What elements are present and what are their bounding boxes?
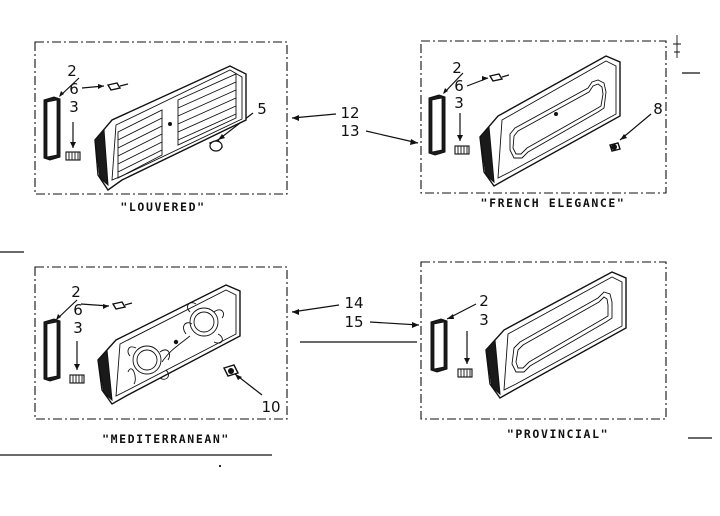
ref-2-louvered: 2 [67,62,77,80]
caption-mediterranean: "MEDITERRANEAN" [102,432,230,446]
panel-french-elegance: 2 6 3 8 "FRENCH ELEGANCE" [420,40,667,210]
callouts-top: 12 13 [291,104,419,145]
caption-french-elegance: "FRENCH ELEGANCE" [481,196,626,210]
spring [65,151,81,161]
panel-louvered: 2 6 3 5 "LOUVERED" [34,41,288,214]
ref-10-mediterranean: 10 [261,398,280,416]
knob-bar [43,96,61,161]
ref-3-french: 3 [454,94,464,112]
knob-bar [43,318,61,382]
ref-2-provincial: 2 [479,292,489,310]
ref-15: 15 [344,313,363,331]
scan-marks [0,35,712,468]
ref-14: 14 [344,294,363,312]
spring [457,368,473,378]
panel-provincial-frame [420,261,667,420]
ref-3-louvered: 3 [69,98,79,116]
ref-3-mediterranean: 3 [73,319,83,337]
provincial-panel [485,271,627,399]
knob-bar [428,94,446,156]
knob-bar [430,318,448,373]
knob-part [208,139,224,152]
screw-part [223,364,239,377]
callouts-bottom: 14 15 [291,294,420,343]
ref-2-mediterranean: 2 [71,283,81,301]
ref-6-mediterranean: 6 [73,301,83,319]
panel-provincial: 2 3 "PROVINCIAL" [420,261,667,441]
panel-louvered-frame [34,41,288,195]
ref-8-french: 8 [653,100,663,118]
ref-6-french: 6 [454,77,464,95]
caption-louvered: "LOUVERED" [120,200,205,214]
panel-mediterranean-frame [34,266,288,420]
screw [488,73,510,82]
ref-3-provincial: 3 [479,311,489,329]
mediterranean-panel [97,284,241,405]
ref-6-louvered: 6 [69,80,79,98]
ref-2-french: 2 [452,59,462,77]
panel-french-frame [420,40,667,194]
screw [106,82,129,91]
screw-part [609,142,621,152]
ref-13: 13 [340,122,359,140]
ref-12: 12 [340,104,359,122]
screw [111,301,133,310]
french-elegance-panel [479,55,621,187]
panel-mediterranean: 2 6 3 10 "MEDITERRANEAN" [34,266,288,446]
spring [454,145,470,155]
louvered-grille-panel [94,65,247,191]
caption-provincial: "PROVINCIAL" [507,427,609,441]
ref-5-louvered: 5 [257,100,267,118]
spring [69,374,85,384]
